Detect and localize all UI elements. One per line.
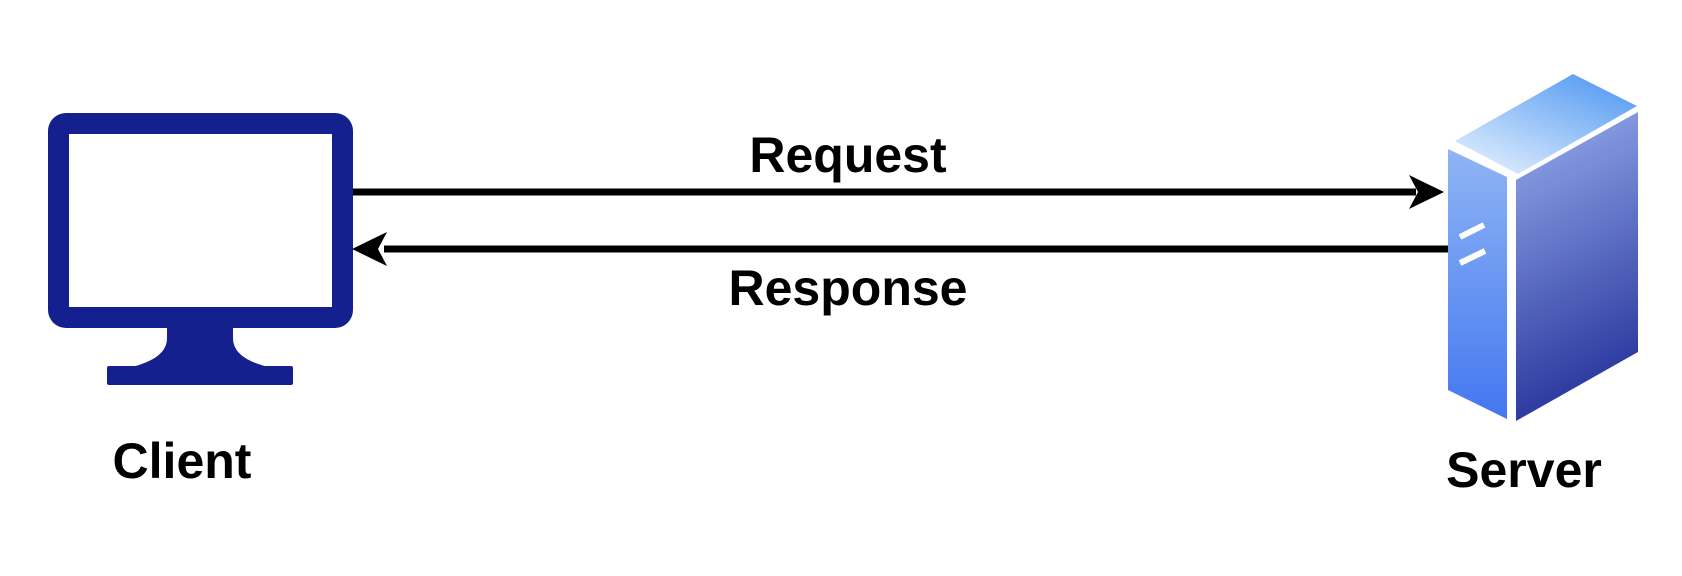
monitor-stand-base	[107, 366, 293, 385]
server-vent-slash-icon	[1458, 248, 1487, 266]
server-top-face	[1455, 74, 1637, 174]
request-edge: Request	[353, 127, 1444, 209]
monitor-screen	[69, 134, 332, 307]
server-front-face	[1448, 149, 1507, 419]
server-side-face	[1516, 112, 1638, 421]
client-label: Client	[113, 433, 252, 489]
response-label: Response	[729, 260, 968, 316]
response-edge: Response	[352, 232, 1449, 316]
request-label: Request	[749, 127, 947, 183]
server-node: Server	[1446, 74, 1638, 498]
server-vent-slash-icon	[1458, 222, 1486, 240]
server-label: Server	[1446, 442, 1602, 498]
client-node: Client	[48, 113, 353, 489]
request-arrowhead-icon	[1409, 175, 1444, 209]
monitor-stand-neck	[132, 328, 268, 367]
response-arrowhead-icon	[352, 232, 387, 266]
